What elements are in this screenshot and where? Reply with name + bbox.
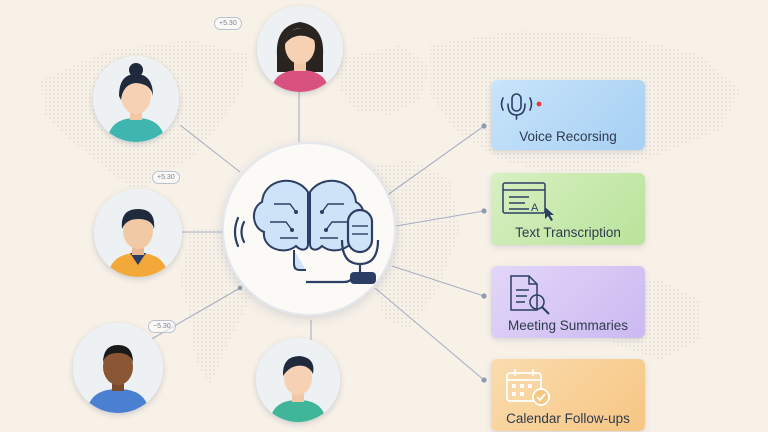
document-search-icon	[510, 275, 550, 315]
feature-card-meeting-summaries[interactable]: Meeting Summaries	[491, 266, 645, 338]
svg-text:A: A	[531, 202, 539, 214]
feature-card-voice-recording[interactable]: Voice Recorsing	[491, 80, 645, 150]
avatar-man-green	[256, 338, 340, 422]
microphone-icon	[306, 208, 380, 284]
feature-card-calendar-followups[interactable]: Calendar Follow-ups	[491, 359, 645, 431]
feature-label: Calendar Follow-ups	[506, 411, 630, 426]
person-icon	[93, 56, 179, 142]
person-icon	[257, 6, 343, 92]
timezone-badge: +5.30	[214, 17, 242, 30]
avatar-woman-teal	[93, 56, 179, 142]
timezone-badge: +5.30	[152, 171, 180, 184]
calendar-check-icon	[506, 369, 550, 406]
document-text-icon: A	[502, 182, 554, 221]
avatar-woman-pink	[257, 6, 343, 92]
feature-label: Voice Recorsing	[519, 129, 617, 144]
center-hub	[222, 142, 396, 316]
person-icon	[94, 189, 182, 277]
person-icon	[256, 338, 340, 422]
feature-label: Meeting Summaries	[507, 318, 629, 333]
sound-waves-icon	[233, 216, 246, 248]
microphone-icon	[500, 93, 542, 120]
avatar-man-yellow	[94, 189, 182, 277]
person-icon	[73, 323, 163, 413]
timezone-badge: ~5.30	[148, 320, 176, 333]
avatar-man-blue	[73, 323, 163, 413]
feature-card-text-transcription[interactable]: A Text Transcription	[491, 173, 645, 245]
feature-label: Text Transcription	[515, 225, 621, 240]
hub-illustration	[233, 179, 380, 284]
